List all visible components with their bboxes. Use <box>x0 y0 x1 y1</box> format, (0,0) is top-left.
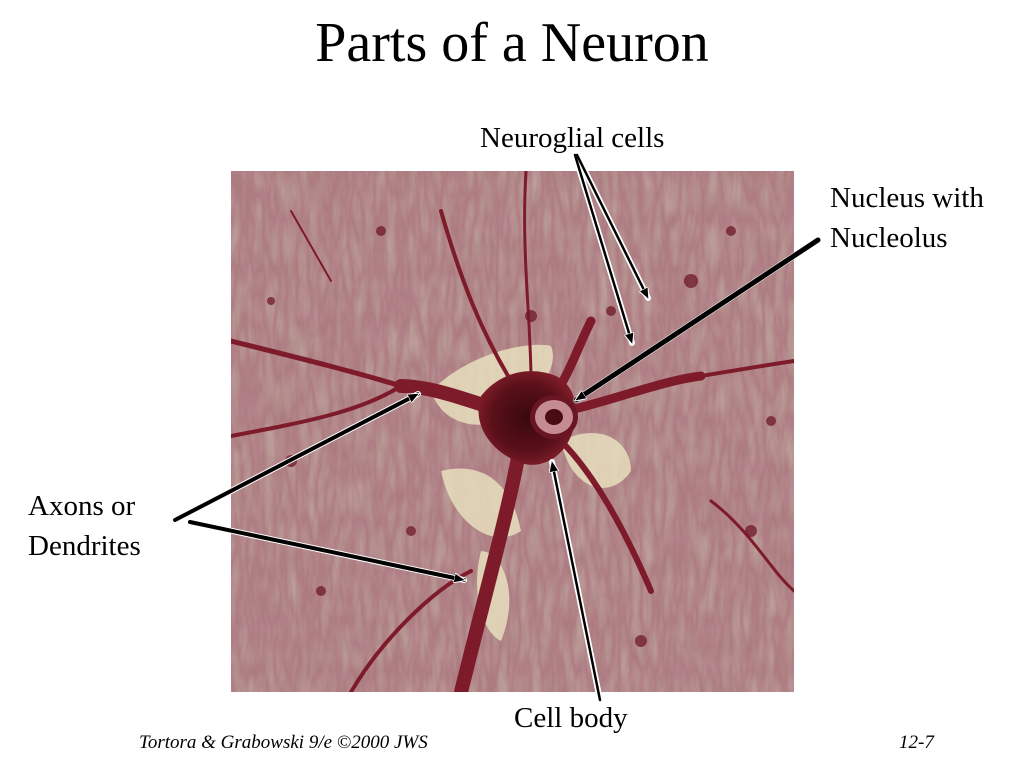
label-nucleus-line1: Nucleus with <box>830 182 984 214</box>
slide-title: Parts of a Neuron <box>315 12 709 74</box>
label-axons-line2: Dendrites <box>28 530 141 562</box>
footer-citation: Tortora & Grabowski 9/e ©2000 JWS <box>139 732 428 753</box>
label-axons: Axons or Dendrites <box>28 486 141 566</box>
footer-slide-number: 12-7 <box>899 732 934 753</box>
label-nucleus: Nucleus with Nucleolus <box>830 178 984 258</box>
label-nucleus-line2: Nucleolus <box>830 222 948 254</box>
label-cell-body: Cell body <box>514 702 628 734</box>
label-neuroglial-cells: Neuroglial cells <box>480 122 665 154</box>
neuron-micrograph <box>231 171 794 692</box>
label-axons-line1: Axons or <box>28 490 136 522</box>
